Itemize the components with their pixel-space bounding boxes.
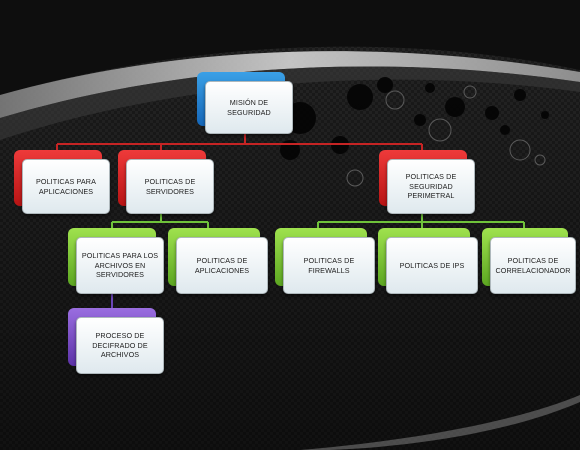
node-label: MISIÓN DE SEGURIDAD [227, 98, 271, 117]
connectors [56, 134, 525, 310]
node-card: POLITICAS DE FIREWALLS [283, 237, 375, 294]
node-politicas-ips[interactable]: POLITICAS DE IPS [378, 228, 478, 294]
node-card: MISIÓN DE SEGURIDAD [205, 81, 293, 134]
node-card: POLITICAS DE CORRELACIONADOR [490, 237, 576, 294]
node-politicas-aplicaciones-servidor[interactable]: POLITICAS DE APLICACIONES [168, 228, 268, 294]
node-politicas-seguridad-perimetral[interactable]: POLITICAS DE SEGURIDAD PERIMETRAL [379, 150, 475, 214]
node-politicas-correlacionador[interactable]: POLITICAS DE CORRELACIONADOR [482, 228, 576, 294]
node-label: POLITICAS PARA LOS ARCHIVOS EN SERVIDORE… [81, 251, 159, 280]
node-card: POLITICAS PARA APLICACIONES [22, 159, 110, 214]
node-proceso-decifrado[interactable]: PROCESO DE DECIFRADO DE ARCHIVOS [68, 308, 164, 374]
node-politicas-servidores[interactable]: POLITICAS DE SERVIDORES [118, 150, 214, 214]
node-card: POLITICAS DE SEGURIDAD PERIMETRAL [387, 159, 475, 214]
node-card: POLITICAS DE APLICACIONES [176, 237, 268, 294]
node-mision-seguridad[interactable]: MISIÓN DE SEGURIDAD [197, 72, 293, 134]
node-label: POLITICAS DE APLICACIONES [194, 256, 250, 275]
node-card: POLITICAS DE IPS [386, 237, 478, 294]
node-card: POLITICAS PARA LOS ARCHIVOS EN SERVIDORE… [76, 237, 164, 294]
node-politicas-firewalls[interactable]: POLITICAS DE FIREWALLS [275, 228, 375, 294]
node-politicas-archivos-servidores[interactable]: POLITICAS PARA LOS ARCHIVOS EN SERVIDORE… [68, 228, 164, 294]
node-label: POLITICAS DE FIREWALLS [303, 256, 355, 275]
node-card: POLITICAS DE SERVIDORES [126, 159, 214, 214]
node-label: POLITICAS DE IPS [399, 260, 465, 270]
node-card: PROCESO DE DECIFRADO DE ARCHIVOS [76, 317, 164, 374]
node-politicas-aplicaciones[interactable]: POLITICAS PARA APLICACIONES [14, 150, 110, 214]
node-label: PROCESO DE DECIFRADO DE ARCHIVOS [92, 331, 148, 360]
node-label: POLITICAS DE SEGURIDAD PERIMETRAL [405, 172, 457, 201]
node-label: POLITICAS DE SERVIDORES [144, 177, 196, 196]
node-label: POLITICAS DE CORRELACIONADOR [495, 256, 571, 275]
node-label: POLITICAS PARA APLICACIONES [36, 177, 96, 196]
